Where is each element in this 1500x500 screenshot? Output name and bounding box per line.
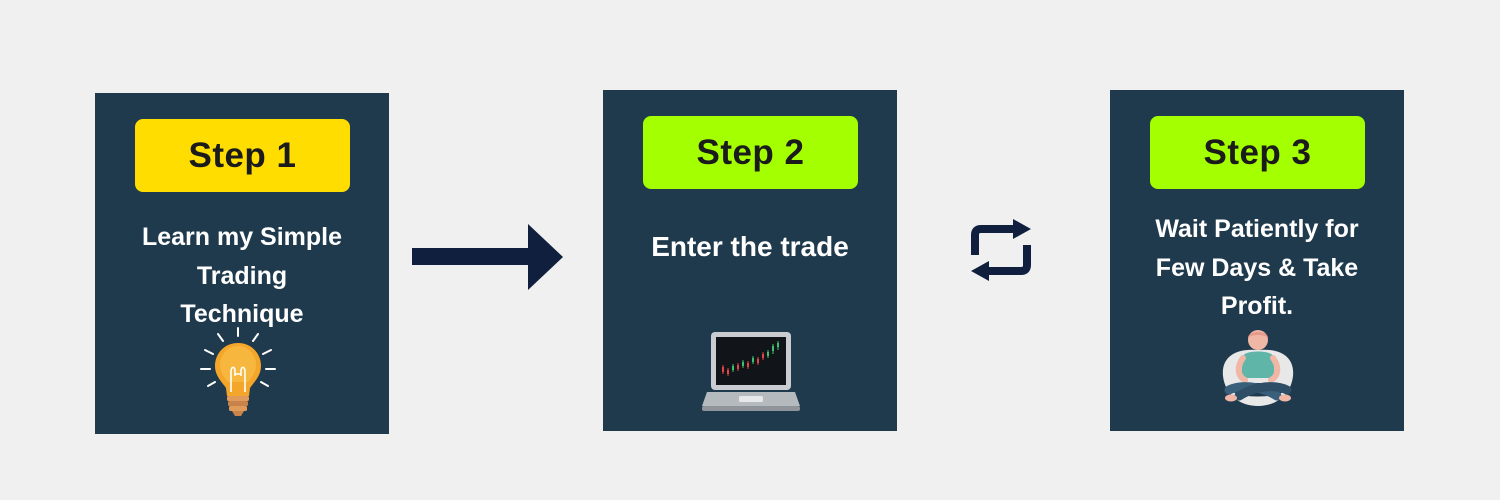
step-1-badge: Step 1 [135, 119, 350, 192]
laptop-chart-icon [702, 332, 800, 411]
arrow-right-icon [412, 224, 563, 290]
meditating-person-icon [1222, 330, 1294, 406]
step-3-description: Wait Patiently for Few Days & Take Profi… [1155, 215, 1359, 320]
repeat-icon [971, 219, 1031, 281]
step-1-description: Learn my Simple Trading Technique [141, 223, 343, 328]
lightbulb-icon [200, 327, 276, 416]
step-2-description: Enter the trade [651, 231, 849, 262]
step-2-card: Step 2 Enter the trade [603, 90, 897, 431]
step-1-card: Step 1 Learn my Simple Trading Technique [95, 93, 389, 434]
step-3-badge: Step 3 [1150, 116, 1365, 189]
step-2-badge: Step 2 [643, 116, 858, 189]
step-3-card: Step 3 Wait Patiently for Few Days & Tak… [1110, 90, 1404, 431]
